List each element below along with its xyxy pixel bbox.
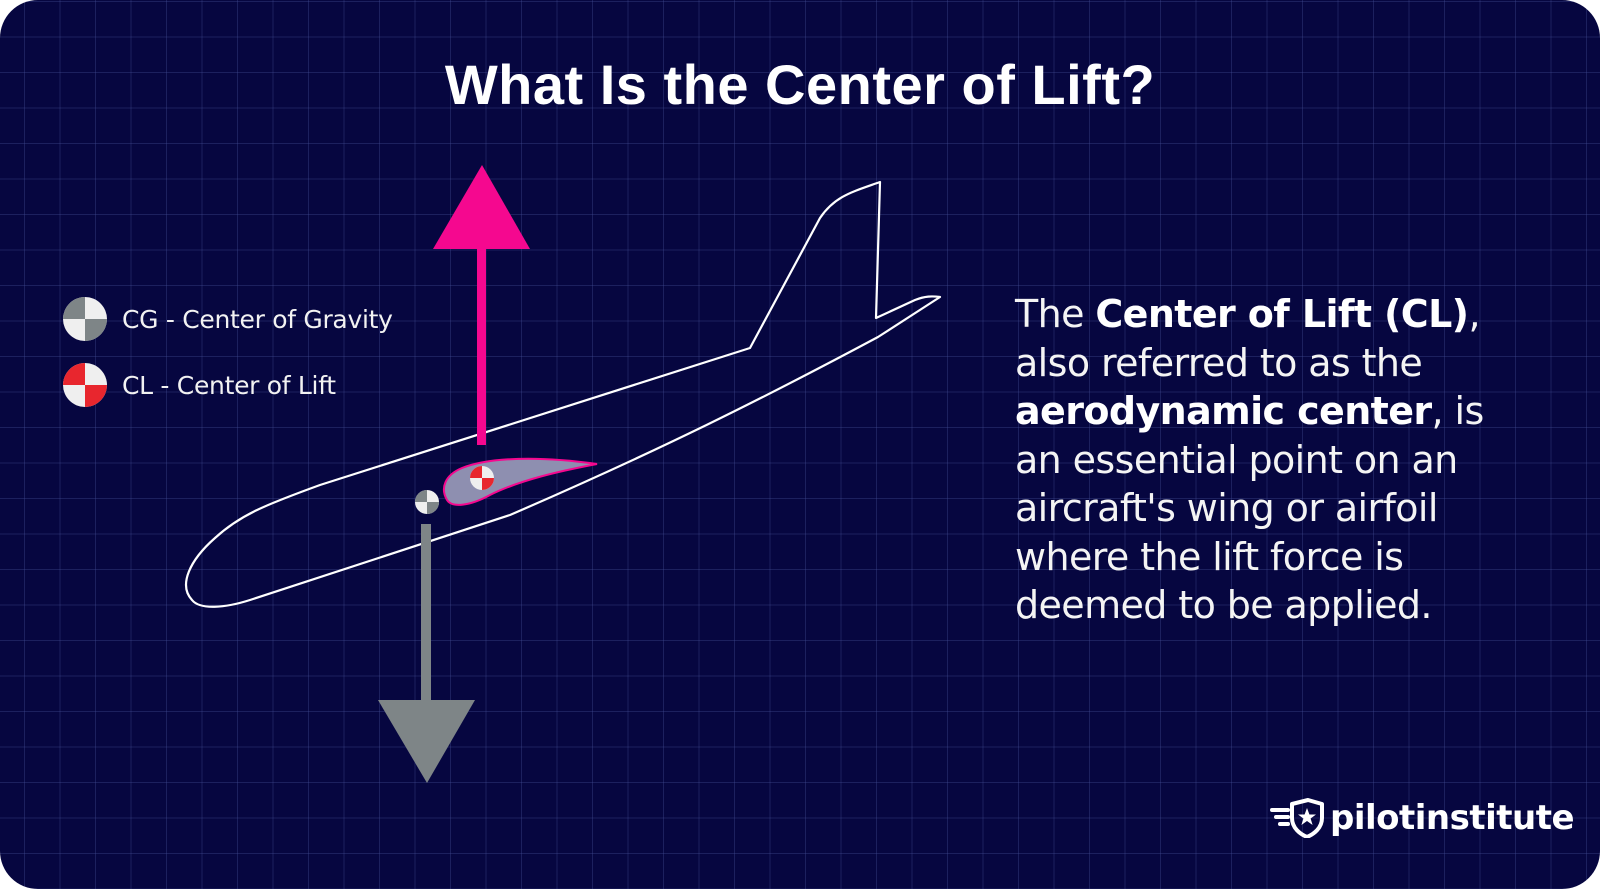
desc-bold-aerodynamic-center: aerodynamic center (1015, 389, 1432, 433)
airfoil-shape (443, 457, 598, 506)
legend-label-cl: CL - Center of Lift (122, 370, 336, 400)
desc-part-3: , is an essential point on an aircraft's… (1015, 389, 1484, 627)
weight-arrow-head (378, 700, 475, 783)
desc-bold-center-of-lift: Center of Lift (CL) (1095, 292, 1469, 336)
cg-marker-icon (63, 297, 107, 341)
cl-marker-icon (470, 466, 494, 490)
brand-name: pilotinstitute (1330, 798, 1575, 838)
legend-item-cg: CG - Center of Gravity (62, 296, 393, 342)
lift-arrow-head (433, 165, 530, 249)
cg-marker-icon (415, 490, 439, 514)
page-title: What Is the Center of Lift? (444, 53, 1156, 116)
winged-shield-star-icon (1270, 798, 1324, 838)
desc-part-1: The (1015, 292, 1096, 336)
cl-marker-icon (63, 363, 107, 407)
desc-part-2: , also referred to as the (1015, 292, 1481, 385)
weight-arrow-shaft (421, 524, 431, 704)
legend: CG - Center of Gravity CL - Center of Li… (62, 296, 393, 428)
brand-logo: pilotinstitute (1270, 798, 1575, 838)
aircraft-outline (184, 180, 942, 608)
legend-label-cg: CG - Center of Gravity (122, 304, 393, 334)
legend-item-cl: CL - Center of Lift (62, 362, 393, 408)
lift-arrow-shaft (477, 243, 486, 445)
description-text: The Center of Lift (CL), also referred t… (1015, 290, 1485, 630)
